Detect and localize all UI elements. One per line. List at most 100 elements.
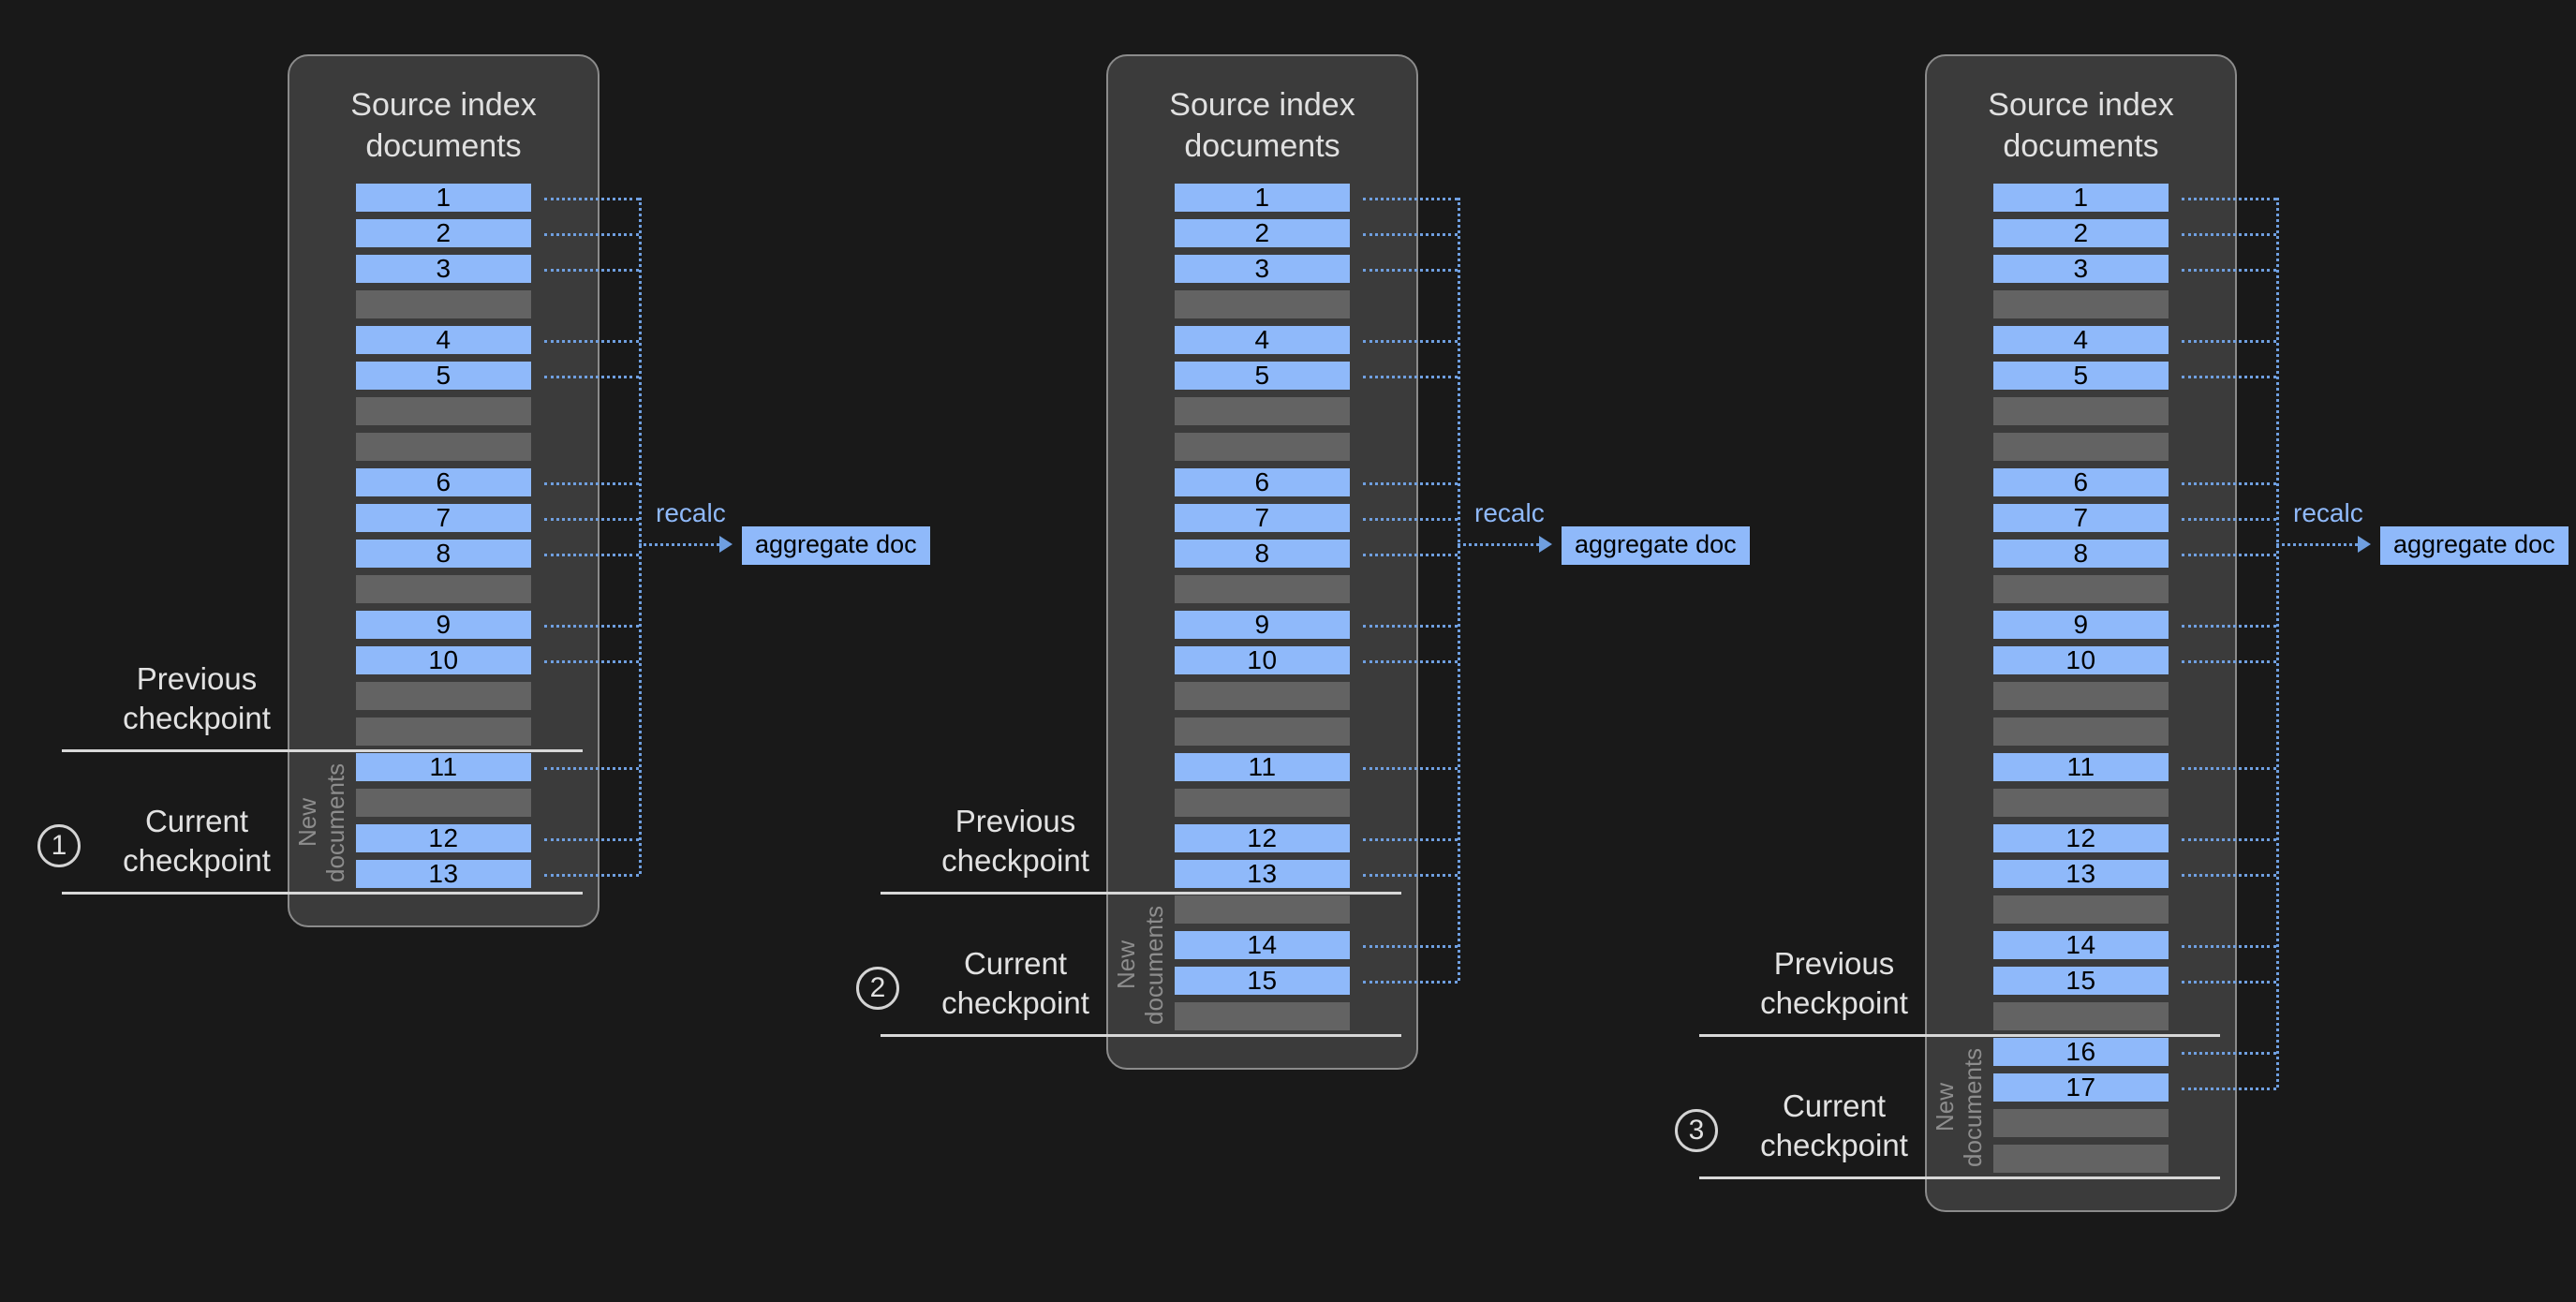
document-row: 4 bbox=[356, 325, 531, 354]
connector-line bbox=[2182, 233, 2276, 236]
current-checkpoint-label: Current checkpoint bbox=[123, 804, 271, 879]
connector-line bbox=[2182, 269, 2276, 272]
previous-checkpoint-line bbox=[62, 749, 583, 752]
document-row: 4 bbox=[1993, 325, 2169, 354]
empty-row bbox=[1175, 575, 1350, 603]
connector-line bbox=[1363, 660, 1458, 663]
document-row: 1 bbox=[1993, 183, 2169, 212]
connector-line bbox=[2182, 981, 2276, 984]
connector-line bbox=[1363, 981, 1458, 984]
connector-line bbox=[2182, 838, 2276, 841]
connector-line bbox=[1363, 767, 1458, 770]
empty-row bbox=[1993, 290, 2169, 318]
aggregate-doc-box[interactable]: aggregate doc bbox=[1562, 526, 1750, 565]
current-checkpoint-label: Current checkpoint bbox=[941, 946, 1089, 1021]
document-row: 7 bbox=[1175, 503, 1350, 532]
connector-line bbox=[544, 660, 639, 663]
empty-row bbox=[356, 718, 531, 746]
document-row: 3 bbox=[1175, 254, 1350, 283]
empty-row bbox=[1993, 718, 2169, 746]
previous-checkpoint-line bbox=[881, 892, 1401, 895]
panel-title: Source index documents bbox=[1169, 87, 1355, 165]
empty-row bbox=[1175, 1002, 1350, 1030]
connector-line bbox=[544, 233, 639, 236]
document-row: 9 bbox=[1993, 610, 2169, 639]
connector-line bbox=[2182, 198, 2276, 200]
document-row: 16 bbox=[1993, 1037, 2169, 1066]
current-checkpoint-line bbox=[881, 1034, 1401, 1037]
empty-row bbox=[1993, 895, 2169, 924]
connector-line bbox=[2182, 945, 2276, 948]
document-row: 10 bbox=[356, 645, 531, 674]
document-row: 9 bbox=[1175, 610, 1350, 639]
connector-line bbox=[2182, 1087, 2276, 1090]
document-row: 11 bbox=[1175, 752, 1350, 781]
recalc-arrow-line bbox=[1458, 543, 1539, 546]
connector-line bbox=[1363, 518, 1458, 521]
connector-spine bbox=[2276, 198, 2279, 1087]
recalc-arrow-line bbox=[2276, 543, 2358, 546]
connector-line bbox=[544, 874, 639, 877]
empty-row bbox=[356, 575, 531, 603]
document-row: 2 bbox=[1993, 218, 2169, 247]
connector-line bbox=[2182, 340, 2276, 343]
previous-checkpoint-line bbox=[1699, 1034, 2220, 1037]
connector-line bbox=[544, 625, 639, 628]
current-checkpoint-line bbox=[1699, 1176, 2220, 1179]
document-row: 7 bbox=[356, 503, 531, 532]
empty-row bbox=[1175, 789, 1350, 817]
document-row: 15 bbox=[1993, 966, 2169, 995]
document-row: 6 bbox=[1993, 467, 2169, 496]
connector-line bbox=[2182, 518, 2276, 521]
empty-row bbox=[1175, 895, 1350, 924]
empty-row bbox=[1993, 682, 2169, 710]
document-row: 3 bbox=[1993, 254, 2169, 283]
empty-row bbox=[1993, 433, 2169, 461]
step-number-badge-2: 2 bbox=[856, 967, 899, 1010]
connector-line bbox=[544, 767, 639, 770]
document-row: 3 bbox=[356, 254, 531, 283]
document-row: 1 bbox=[1175, 183, 1350, 212]
connector-line bbox=[544, 518, 639, 521]
empty-row bbox=[356, 397, 531, 425]
document-row: 14 bbox=[1175, 930, 1350, 959]
document-row: 13 bbox=[1175, 859, 1350, 888]
aggregate-doc-box[interactable]: aggregate doc bbox=[2380, 526, 2569, 565]
recalc-arrowhead bbox=[2358, 536, 2371, 553]
document-row: 14 bbox=[1993, 930, 2169, 959]
recalc-arrowhead bbox=[719, 536, 733, 553]
recalc-label: recalc bbox=[2293, 498, 2363, 527]
document-row: 8 bbox=[356, 539, 531, 568]
document-row: 2 bbox=[1175, 218, 1350, 247]
document-row: 8 bbox=[1993, 539, 2169, 568]
connector-line bbox=[2182, 625, 2276, 628]
empty-row bbox=[356, 290, 531, 318]
document-row: 5 bbox=[1993, 361, 2169, 390]
document-row: 5 bbox=[356, 361, 531, 390]
connector-line bbox=[2182, 767, 2276, 770]
connector-line bbox=[1363, 198, 1458, 200]
document-row: 2 bbox=[356, 218, 531, 247]
empty-row bbox=[1993, 789, 2169, 817]
document-row: 10 bbox=[1993, 645, 2169, 674]
empty-row bbox=[1993, 1109, 2169, 1137]
step-number-badge-3: 3 bbox=[1675, 1109, 1718, 1152]
connector-line bbox=[1363, 376, 1458, 378]
document-row: 6 bbox=[356, 467, 531, 496]
empty-row bbox=[1993, 575, 2169, 603]
connector-line bbox=[544, 376, 639, 378]
document-row: 13 bbox=[1993, 859, 2169, 888]
connector-line bbox=[1363, 233, 1458, 236]
current-checkpoint-label: Current checkpoint bbox=[1760, 1088, 1908, 1163]
connector-line bbox=[1363, 945, 1458, 948]
aggregate-doc-box[interactable]: aggregate doc bbox=[742, 526, 930, 565]
panel-title: Source index documents bbox=[350, 87, 537, 165]
connector-spine bbox=[639, 198, 642, 874]
document-row: 15 bbox=[1175, 966, 1350, 995]
connector-line bbox=[1363, 269, 1458, 272]
empty-row bbox=[1175, 397, 1350, 425]
previous-checkpoint-label: Previous checkpoint bbox=[941, 804, 1089, 879]
empty-row bbox=[1993, 1145, 2169, 1173]
document-row: 17 bbox=[1993, 1073, 2169, 1102]
